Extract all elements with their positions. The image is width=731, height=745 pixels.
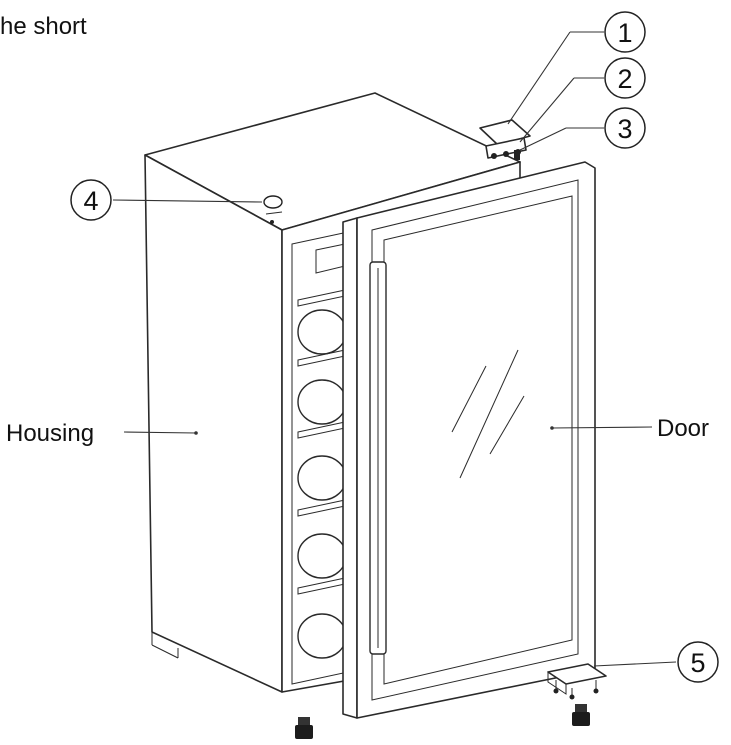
bottle-4 [297,533,347,579]
door-label: Door [657,415,709,442]
callout-1-label: 1 [617,18,632,48]
callout-1: 1 [604,11,646,53]
glass-reflection [451,349,525,479]
housing-label: Housing [6,420,94,447]
top-hinge-assembly [479,119,531,160]
leader-lines [112,31,677,667]
callout-2: 2 [604,57,646,99]
callout-4: 4 [70,179,112,221]
callout-2-label: 2 [617,64,632,94]
callout-5-label: 5 [690,648,705,678]
callout-3: 3 [604,107,646,149]
wine-bottles [297,309,347,659]
leveling-foot-right [572,704,590,726]
hinge-hole-cap [263,195,283,224]
leveling-foot-left [295,717,313,739]
bottle-5 [297,613,347,659]
callout-4-label: 4 [83,186,98,216]
glass-door [342,161,596,719]
caption-fragment: he short [0,13,87,40]
bottom-hinge [547,663,607,700]
callout-5: 5 [677,641,719,683]
hinge-bracket [485,137,527,159]
hinge-screw [514,150,520,160]
bottle-3 [297,455,347,501]
bottle-1 [297,309,347,355]
callout-3-label: 3 [617,114,632,144]
bottle-2 [297,379,347,425]
